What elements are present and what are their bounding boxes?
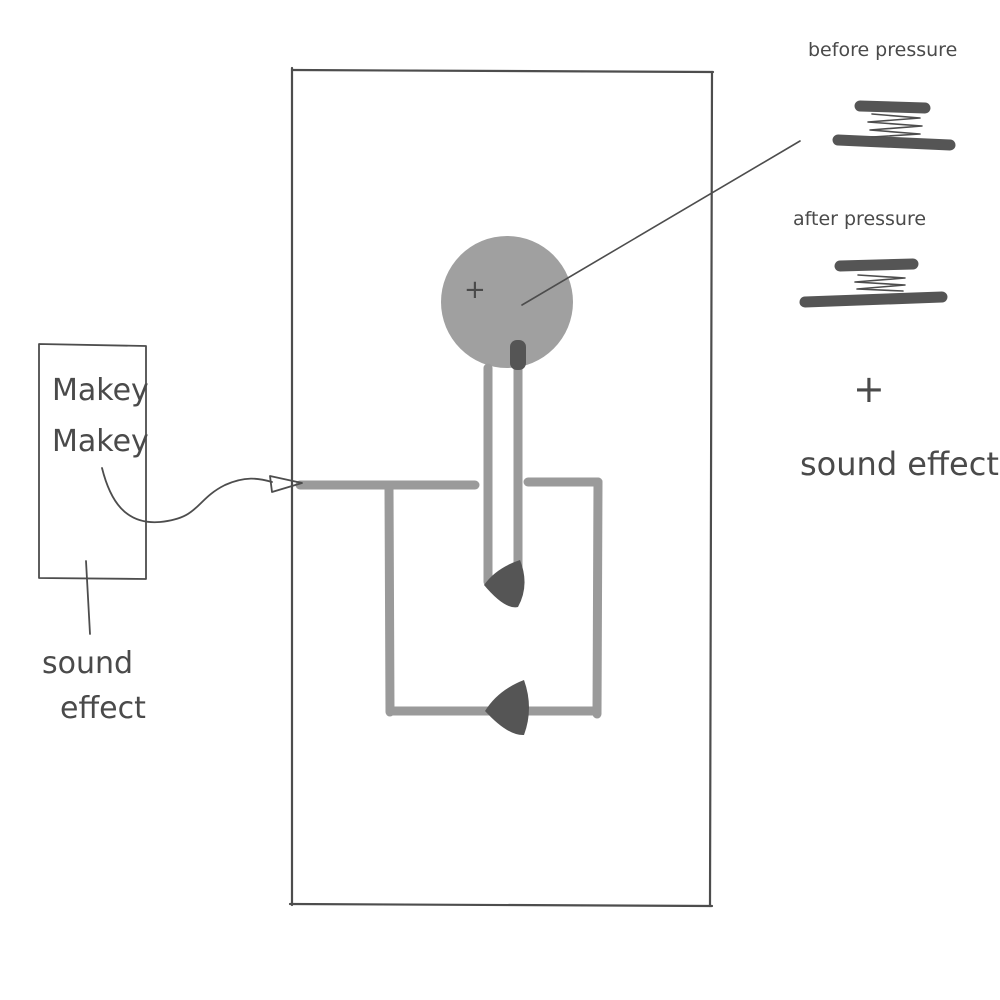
pointer-line xyxy=(521,140,801,306)
after-pressure-spring-icon xyxy=(799,258,948,308)
makey-label-line2: Makey xyxy=(52,424,149,459)
before-pressure-spring-icon xyxy=(832,100,956,151)
plus-sign: + xyxy=(853,367,885,411)
pad-plus-label: + xyxy=(464,275,486,305)
makey-makey-board xyxy=(38,343,147,580)
circuit-wires xyxy=(295,340,603,719)
housing-box xyxy=(288,66,715,908)
plug-icon xyxy=(269,475,303,493)
left-sound-line2: effect xyxy=(60,691,146,726)
makey-label-line1: Makey xyxy=(52,373,149,408)
connection-cable xyxy=(101,467,273,523)
makey-tick-line xyxy=(85,560,91,635)
upper-contact-drop xyxy=(484,560,525,608)
after-pressure-label: after pressure xyxy=(793,208,926,230)
left-sound-line1: sound xyxy=(42,646,133,681)
right-sound-effect: sound effect xyxy=(800,445,999,483)
before-pressure-label: before pressure xyxy=(808,39,957,61)
lower-contact-drop xyxy=(485,680,529,736)
pressure-pad: + xyxy=(441,236,573,368)
